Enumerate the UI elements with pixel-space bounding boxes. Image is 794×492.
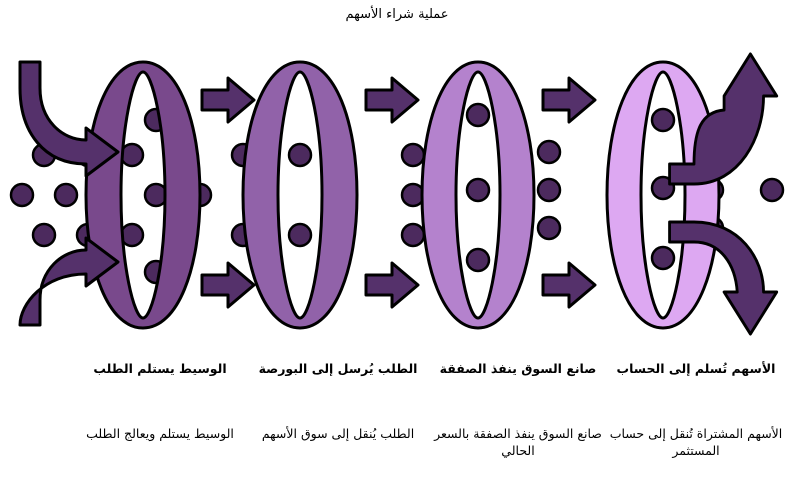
arrow-1-2-top-icon: [200, 76, 256, 124]
stage-label-1: الوسيط يستلم الطلب الوسيط يستلم ويعالج ا…: [70, 360, 250, 441]
stage-1-heading: الوسيط يستلم الطلب: [93, 361, 227, 376]
stage-4-heading: الأسهم تُسلم إلى الحساب: [616, 361, 776, 376]
stage-label-4: الأسهم تُسلم إلى الحساب الأسهم المشتراة …: [606, 360, 786, 458]
arrow-2-3-bottom-icon: [364, 261, 420, 309]
dot-field: [9, 102, 785, 285]
stage-1-description: الوسيط يستلم ويعالج الطلب: [86, 426, 234, 441]
arrow-1-2-bottom-icon: [200, 261, 256, 309]
page-title: عملية شراء الأسهم: [345, 7, 449, 22]
exit-arrow-bottom-icon: [668, 220, 779, 336]
stage-2-heading: الطلب يُرسل إلى البورصة: [258, 361, 418, 376]
stage-labels: الوسيط يستلم الطلب الوسيط يستلم ويعالج ا…: [0, 360, 794, 492]
diagram-canvas: [9, 52, 785, 336]
arrow-2-3-top-icon: [364, 76, 420, 124]
arrow-3-4-top-icon: [541, 76, 597, 124]
entry-arrow-top-icon: [18, 60, 120, 178]
exit-arrow-top-icon: [668, 52, 779, 186]
stage-2-description: الطلب يُنقل إلى سوق الأسهم: [261, 426, 415, 441]
stage-ring-2: [241, 60, 359, 330]
arrow-3-4-bottom-icon: [541, 261, 597, 309]
stage-ring-4: [605, 60, 721, 330]
stage-ring-1: [84, 60, 202, 330]
entry-arrow-bottom-icon: [18, 236, 120, 327]
stage-ring-3: [420, 60, 536, 330]
stage-4-description: الأسهم المشتراة تُنقل إلى حساب المستثمر: [609, 426, 783, 458]
stage-label-2: الطلب يُرسل إلى البورصة الطلب يُنقل إلى …: [248, 360, 428, 441]
stage-3-heading: صانع السوق ينفذ الصفقة: [439, 361, 597, 376]
stage-3-description: صانع السوق ينفذ الصفقة بالسعر الحالي: [434, 426, 602, 458]
stage-label-3: صانع السوق ينفذ الصفقة صانع السوق ينفذ ا…: [428, 360, 608, 458]
